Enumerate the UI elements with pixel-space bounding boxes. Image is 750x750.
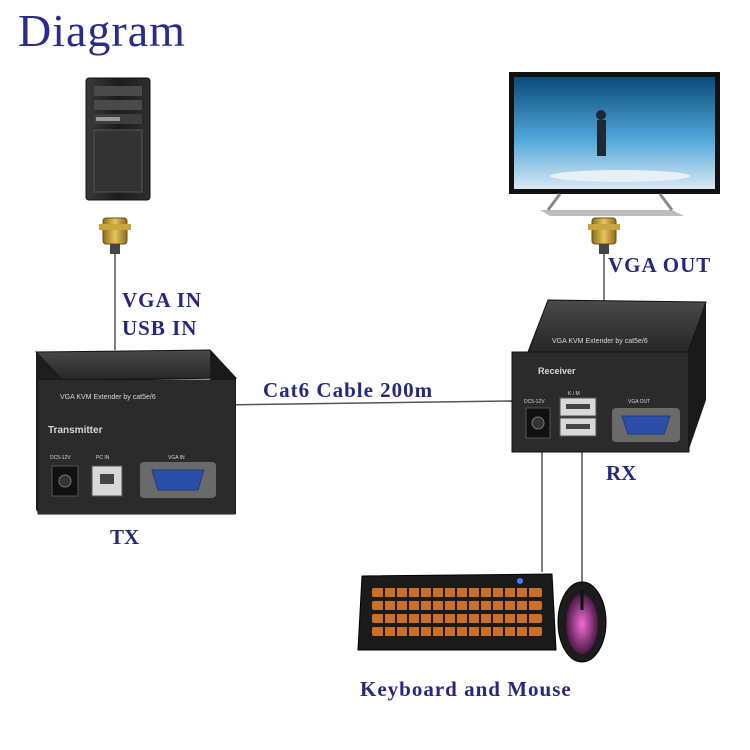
keyboard-icon — [357, 573, 557, 651]
rx-km-port-label: K / M — [568, 391, 580, 397]
monitor-icon — [509, 72, 720, 216]
rx-label: RX — [606, 461, 637, 485]
rx-power-port-label: DC5-12V — [524, 399, 545, 405]
connection-lines — [114, 252, 605, 582]
rx-name-label: Receiver — [538, 366, 576, 376]
receiver-device — [511, 299, 707, 453]
tx-power-port-label: DC5-12V — [50, 455, 71, 461]
tx-label: TX — [110, 525, 140, 549]
vga-connector-out-icon — [588, 217, 620, 254]
pc-tower-icon — [85, 77, 151, 201]
vga-connector-icon — [99, 217, 131, 254]
cat6-cable-line — [221, 400, 513, 406]
rx-vga-port-label: VGA OUT — [628, 399, 650, 405]
vga-in-label: VGA IN — [122, 288, 203, 312]
mouse-icon — [557, 581, 607, 663]
cable-label: Cat6 Cable 200m — [263, 378, 434, 402]
keyboard-mouse-label: Keyboard and Mouse — [360, 677, 572, 701]
vga-out-label: VGA OUT — [608, 253, 712, 277]
tx-product-label: VGA KVM Extender by cat5e/6 — [60, 394, 156, 401]
rx-product-label: VGA KVM Extender by cat5e/6 — [552, 338, 648, 345]
page-title: Diagram — [18, 5, 186, 56]
tx-pc-port-label: PC IN — [96, 455, 110, 461]
tx-vga-port-label: VGA IN — [168, 455, 185, 461]
usb-in-label: USB IN — [122, 316, 198, 340]
tx-name-label: Transmitter — [48, 425, 103, 436]
transmitter-device — [34, 349, 238, 515]
